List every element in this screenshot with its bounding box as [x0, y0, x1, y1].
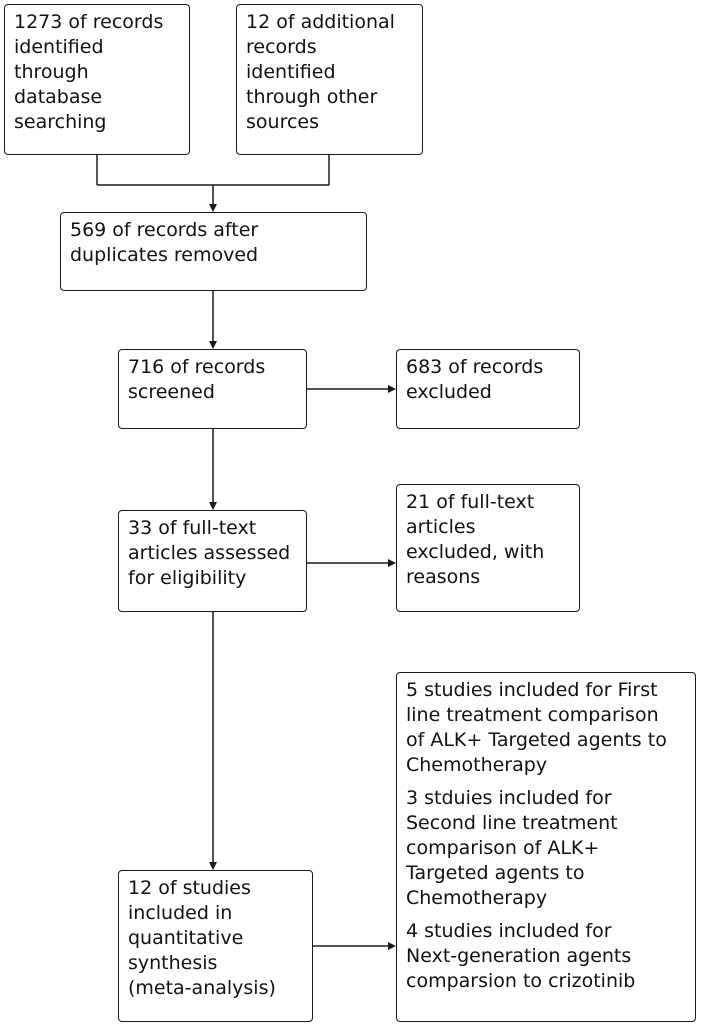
box-included-detail: 5 studies included for First line treatm…: [396, 672, 696, 1022]
arrowhead-to-fulltext-excluded: [388, 559, 396, 567]
arrowhead-to-included-detail: [388, 942, 396, 950]
box-identified-other-sources: 12 of additional records identified thro…: [236, 4, 423, 155]
arrowhead-to-screened: [209, 341, 217, 349]
arrowhead-to-included: [209, 862, 217, 870]
box-fulltext-assessed: 33 of full-text articles assessed for el…: [118, 510, 307, 612]
box-fulltext-excluded: 21 of full-text articles excluded, with …: [396, 484, 580, 612]
arrowhead-to-fulltext: [209, 502, 217, 510]
box-after-duplicates: 569 of records after duplicates removed: [60, 212, 367, 291]
included-detail-first-line: 5 studies included for First line treatm…: [406, 679, 667, 776]
box-records-excluded: 683 of records excluded: [396, 349, 580, 429]
box-identified-database: 1273 of records identified through datab…: [4, 4, 190, 155]
box-studies-included: 12 of studies included in quantitative s…: [118, 870, 313, 1022]
box-records-screened: 716 of records screened: [118, 349, 307, 429]
arrowhead-to-duplicates: [209, 204, 217, 212]
included-detail-next-generation: 4 studies included for Next-generation a…: [406, 920, 636, 992]
arrowhead-to-excluded: [388, 385, 396, 393]
included-detail-second-line: 3 stduies included for Second line treat…: [406, 787, 618, 909]
